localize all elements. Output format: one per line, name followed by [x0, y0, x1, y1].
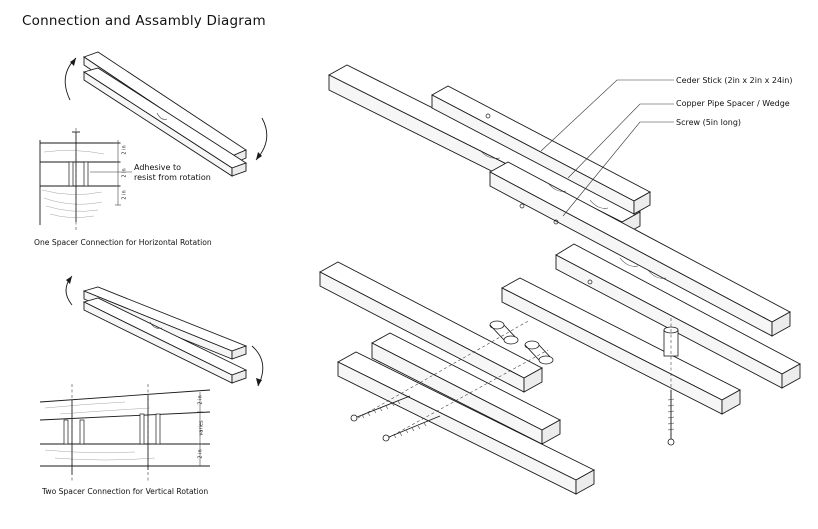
dimension-label: 2 in [121, 190, 128, 200]
one-spacer-section [39, 128, 132, 230]
dimension-label: 2 in [197, 449, 204, 459]
rotation-arrow-icon [64, 57, 268, 161]
label-screw: Screw (5in long) [676, 118, 742, 127]
diagram-title: Connection and Assambly Diagram [22, 13, 266, 29]
dimension-label: varies [198, 420, 205, 436]
label-adhesive: Adhesive to resist from rotation [134, 163, 211, 182]
dimension-label: 2 in [197, 395, 204, 405]
rotation-arrow-icon [65, 275, 264, 387]
label-copper-spacer: Copper Pipe Spacer / Wedge [676, 99, 790, 108]
caption-one-spacer: One Spacer Connection for Horizontal Rot… [34, 238, 212, 247]
label-leaders [540, 79, 674, 217]
exploded-assembly [319, 261, 741, 495]
copper-spacer-icon [489, 320, 679, 365]
two-spacer-section [39, 384, 211, 482]
caption-two-spacer: Two Spacer Connection for Vertical Rotat… [42, 487, 209, 496]
dimension-label: 2 in [121, 145, 128, 155]
dimension-label: 2 in [121, 168, 128, 178]
screw-icon [350, 390, 675, 446]
one-spacer-sticks [82, 51, 248, 177]
top-assembly [328, 64, 801, 389]
label-ceder-stick: Ceder Stick (2in x 2in x 24in) [676, 76, 793, 85]
two-spacer-sticks [82, 286, 248, 384]
